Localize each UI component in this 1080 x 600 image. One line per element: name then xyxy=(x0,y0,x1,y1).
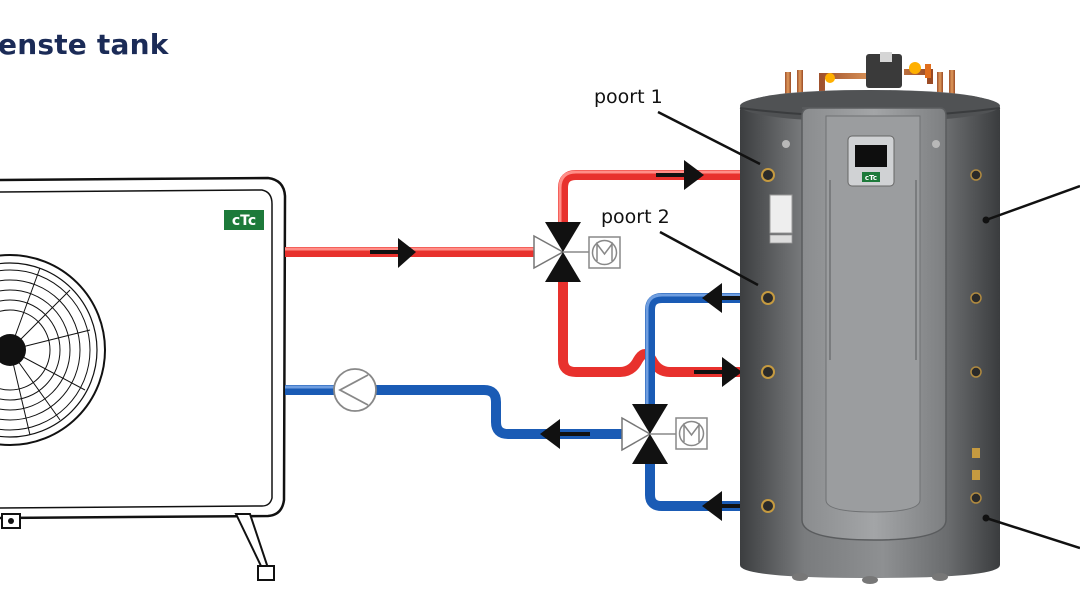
valve-motor-icon xyxy=(675,417,708,450)
port-2-label: poort 2 xyxy=(601,206,670,228)
three-way-valve-icon xyxy=(621,404,677,464)
valve-motor-icon xyxy=(588,236,621,269)
sensor-fittings xyxy=(972,448,980,480)
supply-pipes xyxy=(285,170,768,377)
outdoor-heat-pump-unit: cTc xyxy=(0,176,287,581)
buffer-tank: cTc xyxy=(739,52,1001,584)
label-pointers xyxy=(657,110,1080,550)
flow-arrow-icon xyxy=(370,160,760,521)
control-display: cTc xyxy=(847,135,895,187)
svg-text:cTc: cTc xyxy=(232,213,256,229)
return-pipes xyxy=(285,293,768,511)
tank-side-port xyxy=(970,169,982,504)
top-fittings xyxy=(785,52,955,98)
fan-icon xyxy=(0,254,106,446)
svg-text:cTc: cTc xyxy=(865,174,877,182)
return-pipe-highlights xyxy=(285,293,768,408)
circulation-pump-icon xyxy=(333,368,377,412)
supply-pipe-highlights xyxy=(285,170,768,251)
tank-port xyxy=(761,168,775,513)
port-1-label: poort 1 xyxy=(594,86,663,108)
tank-feet xyxy=(792,573,948,584)
page-title: enste tank xyxy=(0,28,169,61)
three-way-valve-icon xyxy=(533,222,590,282)
ctc-logo-outdoor: cTc xyxy=(224,210,264,230)
